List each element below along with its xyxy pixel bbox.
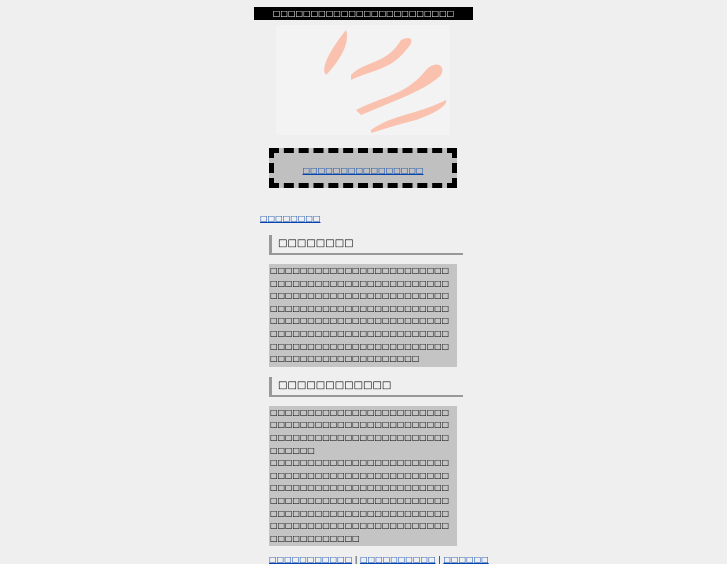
section-body: □□□□□□□□□□□□□□□□□□□□□□□□□□□□□□□□□□□□□□□□… (269, 405, 457, 547)
footer-links: □□□□□□□□□□□ | □□□□□□□□□□ | □□□□□□ (269, 555, 489, 564)
banner-button[interactable]: □□□□□□□□□□□□□□□□ (269, 148, 457, 188)
nav-link[interactable]: □□□□□□□□ (260, 214, 321, 223)
paragraph: □□□□□□□□□□□□□□□□□□□□□□□□□□□□□□□□□□□□□□□□… (270, 266, 450, 364)
footer-link[interactable]: □□□□□□□□□□□ (269, 555, 353, 564)
page-column: □□□□□□□□□□□□□□□□□□□□□□□□ □□□□□□□□□□□□□□□… (254, 7, 489, 564)
footer-link[interactable]: □□□□□□ (443, 555, 489, 564)
brush-strokes-illustration (324, 30, 447, 133)
section-body: □□□□□□□□□□□□□□□□□□□□□□□□□□□□□□□□□□□□□□□□… (269, 264, 457, 367)
separator: | (354, 555, 358, 564)
section-heading: □□□□□□□□ (269, 235, 463, 255)
paragraph: □□□□□□□□□□□□□□□□□□□□□□□□□□□□□□□□□□□□□□□□… (270, 407, 450, 455)
section-heading: □□□□□□□□□□□□ (269, 376, 463, 397)
footer-link[interactable]: □□□□□□□□□□ (359, 555, 436, 564)
hero-image (276, 25, 450, 135)
banner-link[interactable]: □□□□□□□□□□□□□□□□ (302, 166, 424, 175)
paragraph: □□□□□□□□□□□□□□□□□□□□□□□□□□□□□□□□□□□□□□□□… (270, 458, 450, 543)
separator: | (438, 555, 441, 564)
page-title: □□□□□□□□□□□□□□□□□□□□□□□□ (254, 7, 473, 20)
